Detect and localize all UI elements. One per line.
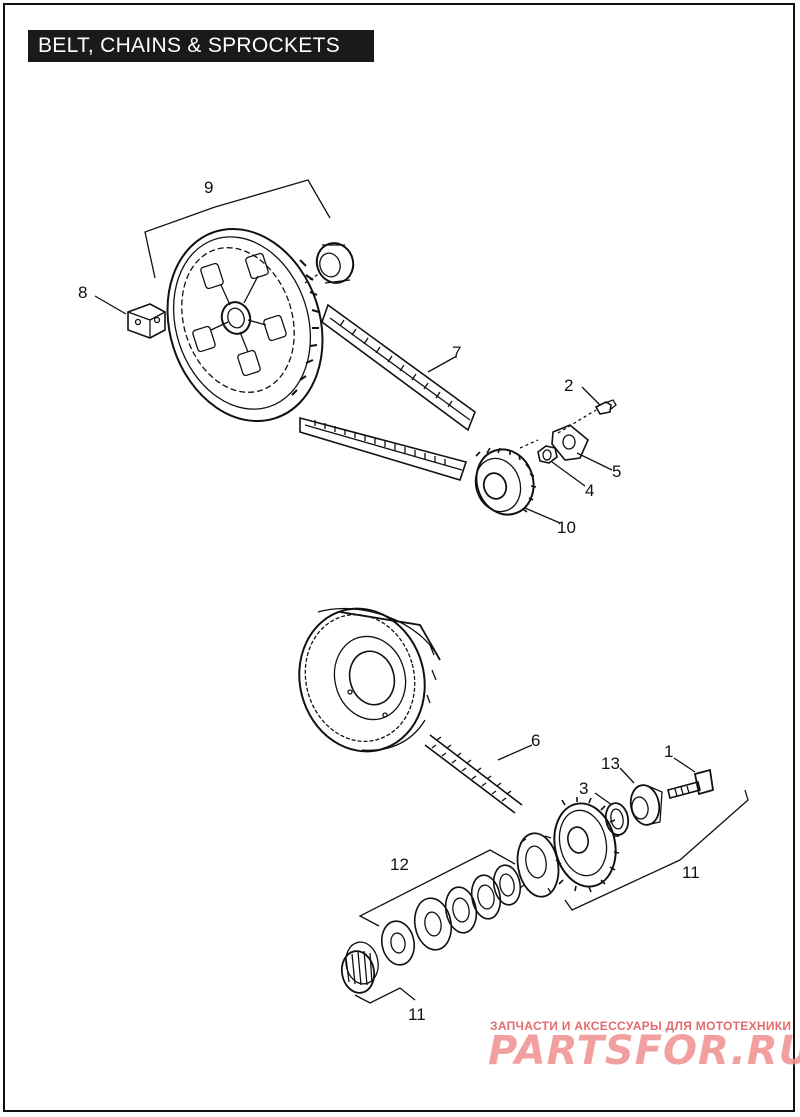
leader-3 [594, 792, 613, 806]
belt-guard-clip[interactable] [127, 303, 166, 339]
drive-belt[interactable] [299, 303, 476, 481]
callout-6: 6 [531, 731, 540, 750]
callout-bracket-11b [354, 987, 416, 1004]
compensator-hub[interactable] [513, 830, 564, 900]
callout-bracket-11a [564, 789, 749, 911]
compensator-washer-stack[interactable] [378, 863, 523, 967]
sprocket-spacer[interactable] [603, 801, 630, 836]
callout-10: 10 [557, 518, 576, 537]
leader-2 [581, 386, 601, 406]
callout-2: 2 [564, 376, 573, 395]
page-frame [3, 3, 795, 1112]
callout-11-lower: 11 [408, 1005, 426, 1024]
splined-sleeve[interactable] [339, 940, 382, 996]
leader-6 [497, 744, 533, 761]
callout-3: 3 [579, 779, 588, 798]
watermark-tagline: ЗАПЧАСТИ И АКСЕССУАРЫ ДЛЯ МОТОТЕХНИКИ [490, 1019, 792, 1033]
transmission-belt-sprocket[interactable] [468, 442, 542, 522]
callout-bracket-12 [358, 849, 516, 927]
leader-8 [94, 295, 127, 315]
callout-4: 4 [585, 481, 594, 500]
lock-plate[interactable] [551, 424, 589, 461]
page-title: BELT, CHAINS & SPROCKETS [28, 30, 374, 62]
callout-12: 12 [390, 855, 409, 874]
callout-11-upper: 11 [682, 863, 700, 882]
leader-5 [576, 452, 613, 471]
callout-bracket-9 [144, 179, 331, 279]
leader-10 [524, 507, 561, 524]
leader-13 [619, 767, 635, 784]
watermark-brand: PARTSFOR.RU [488, 1028, 800, 1074]
leader-1 [673, 757, 696, 773]
leader-7 [427, 356, 456, 373]
sprocket-nut[interactable] [537, 445, 558, 464]
clutch-shell-sprocket[interactable] [283, 594, 441, 765]
callout-5: 5 [612, 462, 621, 481]
pulley-bearing[interactable] [312, 238, 359, 287]
callout-9: 9 [204, 178, 213, 197]
compensator-bushing[interactable] [628, 783, 663, 827]
rear-belt-pulley[interactable] [143, 209, 346, 442]
callout-8: 8 [78, 283, 87, 302]
callout-13: 13 [601, 754, 620, 773]
primary-chain[interactable] [424, 734, 523, 814]
compensator-bolt[interactable] [667, 768, 715, 799]
leader-4 [551, 461, 586, 487]
callout-1: 1 [664, 742, 673, 761]
callout-7: 7 [452, 343, 461, 362]
lock-plate-screw[interactable] [594, 399, 617, 415]
